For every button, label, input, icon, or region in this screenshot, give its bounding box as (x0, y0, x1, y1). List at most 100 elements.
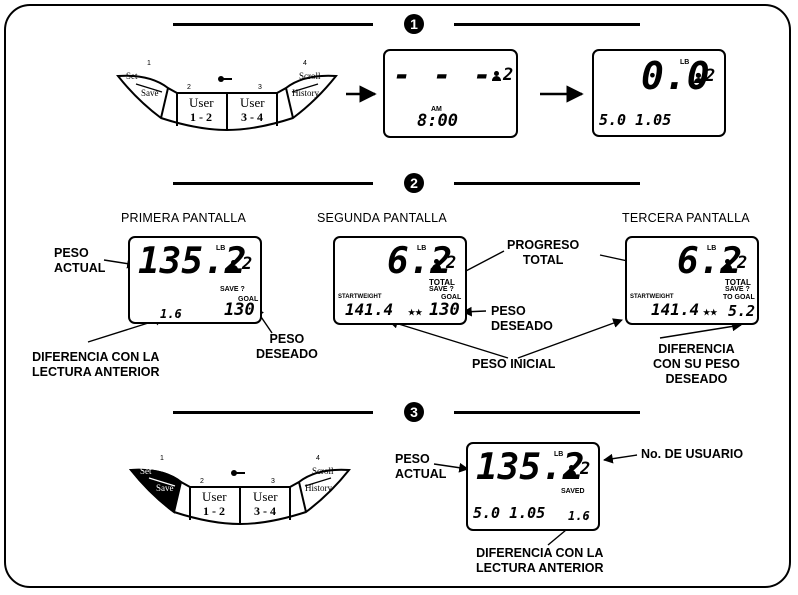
to-goal-value: 5.2 (728, 302, 756, 320)
save-indicator: SAVE ? (220, 286, 245, 293)
start-weight-value: 141.4 (345, 300, 394, 319)
user-3-4-label: 3 - 4 (254, 504, 276, 518)
star-icons: ★★ (408, 308, 423, 317)
goal-label: GOAL (441, 294, 462, 301)
startweight-label: STARTWEIGHT (630, 294, 674, 300)
startweight-label: STARTWEIGHT (338, 294, 382, 300)
start-weight-value: 141.4 (651, 300, 700, 319)
label-line: LECTURA ANTERIOR (32, 365, 160, 379)
label-line: TOTAL (522, 253, 564, 267)
unit-label: LB (216, 245, 226, 252)
progress-display: 6.2 (387, 241, 453, 282)
key-number: 4 (303, 60, 307, 67)
user-number: 2 (737, 253, 748, 273)
am-indicator: AM (431, 106, 442, 113)
scroll-button[interactable]: Scroll (299, 71, 321, 81)
label-line: PESO (54, 246, 89, 260)
screen-title-1: PRIMERA PANTALLA (121, 211, 246, 225)
label-line: PESO (491, 304, 526, 318)
key-number: 1 (147, 60, 151, 67)
save-label: Save (141, 88, 159, 98)
label-line: DIFERENCIA (658, 342, 735, 356)
label-line: ACTUAL (54, 261, 106, 275)
user-number: 2 (580, 459, 591, 479)
saved-indicator: SAVED (561, 488, 585, 495)
lcd-screen-zero: 0.0 LB 2 5.0 1.05 (592, 49, 726, 137)
label-line: PESO (395, 452, 430, 466)
key-number: 4 (316, 455, 320, 462)
weight-display: 135.2 (138, 241, 247, 282)
step-1-badge: 1 (404, 14, 424, 34)
header-rule (173, 411, 373, 414)
step-3-badge: 3 (404, 402, 424, 422)
lcd-screen-saved: 135.2 LB 2 SAVED 5.0 1.05 1.6 ↓ (466, 442, 600, 531)
history-label: History (305, 483, 332, 493)
user-1-2-button[interactable]: User (202, 489, 227, 504)
label-line: ACTUAL (395, 467, 447, 481)
user-number: 2 (705, 66, 716, 86)
history-label: History (292, 88, 319, 98)
save-indicator: SAVE ? (725, 286, 750, 293)
user-number: 2 (446, 253, 457, 273)
flashing-dashes: - - - (393, 58, 494, 93)
user-1-2-button[interactable]: User (189, 95, 214, 110)
screen-title-2: SEGUNDA PANTALLA (317, 211, 447, 225)
header-rule (173, 23, 373, 26)
user-icon (229, 260, 238, 270)
user-icon (432, 259, 441, 269)
header-rule (454, 23, 640, 26)
key-number: 3 (271, 478, 275, 485)
key-number: 1 (160, 455, 164, 462)
set-button-pressed[interactable]: Set (140, 466, 152, 476)
label-no-usuario: No. DE USUARIO (641, 447, 744, 461)
user-number: 2 (242, 254, 253, 274)
unit-label: LB (417, 245, 427, 252)
to-goal-label: TO GOAL (723, 294, 755, 301)
user-1-2-label: 1 - 2 (203, 504, 225, 518)
header-rule (173, 182, 373, 185)
lcd-screen-first: 135.2 LB 2 SAVE ? GOAL 130 1.6 ↓ (128, 236, 262, 324)
star-icons: ★★ (703, 308, 718, 317)
user-number: 2 (503, 65, 514, 85)
label-line: CON SU PESO (653, 357, 740, 371)
date-display: 5.0 1.05 (473, 504, 546, 522)
user-3-4-button[interactable]: User (253, 489, 278, 504)
lcd-screen-startup: - - - 2 AM 8:00 (383, 49, 518, 138)
save-indicator: SAVE ? (429, 286, 454, 293)
label-line: DIFERENCIA CON LA (476, 546, 604, 560)
label-line: DIFERENCIA CON LA (32, 350, 160, 364)
unit-label: LB (554, 451, 564, 458)
user-3-4-button[interactable]: User (240, 95, 265, 110)
unit-label: LB (680, 59, 690, 66)
user-icon (723, 259, 732, 269)
total-indicator: TOTAL (725, 278, 751, 287)
header-rule (454, 182, 640, 185)
label-line: DESEADO (491, 319, 553, 333)
label-line: PESO (269, 332, 305, 346)
keypad-3 (129, 468, 351, 526)
user-icon (694, 73, 703, 83)
diagram-frame (4, 4, 791, 588)
goal-value: 130 (224, 300, 255, 320)
user-1-2-label: 1 - 2 (190, 110, 212, 124)
date-display: 5.0 1.05 (599, 111, 672, 129)
difference-value: 1.6 (160, 307, 182, 321)
keypad-1 (116, 74, 338, 132)
set-button[interactable]: Set (126, 71, 138, 81)
down-arrow-icon: ↓ (584, 512, 589, 522)
label-line: PROGRESO (507, 238, 580, 252)
key-number: 3 (258, 84, 262, 91)
step-2-badge: 2 (404, 173, 424, 193)
label-line: DESEADO (256, 347, 318, 361)
user-icon (567, 465, 576, 475)
label-line: LECTURA ANTERIOR (476, 561, 604, 575)
label-peso-inicial: PESO INICIAL (472, 357, 556, 371)
scroll-button[interactable]: Scroll (312, 466, 334, 476)
